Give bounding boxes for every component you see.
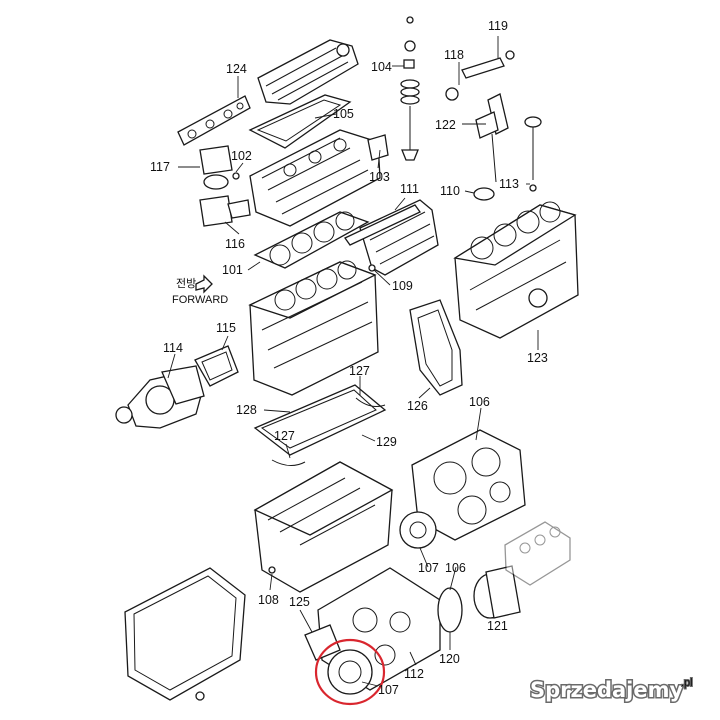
gasket-120 [437,587,463,633]
label-124: 124 [226,62,247,76]
arrow-icon [195,274,213,294]
leader-lines [167,36,539,687]
bolt-109 [368,264,376,272]
label-112: 112 [404,667,424,681]
label-125: 125 [289,595,310,609]
label-119: 119 [488,19,508,33]
highlight-circle [314,638,386,706]
forward-marker [195,274,213,294]
label-128: 128 [236,403,257,417]
thermostat-housing [199,145,251,227]
label-127-bottom: 127 [274,429,295,443]
oil-pan [124,567,246,701]
watermark-suffix: .pl [681,677,693,689]
water-pump [115,345,239,429]
injection-pump [504,521,571,586]
cylinder-head [249,129,381,227]
head-gasket [253,211,370,269]
label-106-top: 106 [469,395,490,409]
cylinder-block [248,260,379,396]
label-115: 115 [216,321,236,335]
cover-plate-125 [304,624,341,661]
label-118: 118 [444,48,464,62]
label-105: 105 [333,107,354,121]
label-104: 104 [371,60,392,74]
cylinder-block-right [453,201,579,339]
forward-korean-label: 전방 [176,277,196,290]
label-106-bottom: 106 [445,561,466,575]
rocker-cover-gasket [248,94,352,149]
part-number-labels: 124 105 119 118 104 122 102 117 103 116 … [150,19,548,697]
small-gasket-103 [367,134,389,161]
label-121: 121 [487,619,508,633]
label-117: 117 [150,160,170,174]
label-120: 120 [439,652,460,666]
oil-pan-gasket [253,384,387,466]
label-113: 113 [499,177,519,191]
rocker-cover [257,39,359,105]
watermark: Sprzedajemy .pl [529,676,694,704]
timing-gear-case [411,429,526,541]
label-103: 103 [369,170,390,184]
fuel-injector [445,50,515,183]
label-111: 111 [400,182,419,196]
gasket-110 [473,187,495,201]
glow-plug [524,116,542,192]
forward-label: FORWARD [172,294,228,306]
valve-assembly [400,16,420,161]
label-122: 122 [435,118,456,132]
label-102: 102 [231,149,252,163]
front-plate-gasket [409,299,463,396]
manifold-gasket [177,95,251,146]
label-126: 126 [407,399,428,413]
watermark-text: Sprzedajemy [530,678,684,702]
label-127-top: 127 [349,364,370,378]
label-101: 101 [222,263,243,277]
label-123: 123 [527,351,548,365]
label-129: 129 [376,435,397,449]
injection-pump-flange [473,565,521,619]
crankcase-lower [253,461,394,593]
label-114: 114 [163,341,183,355]
intake-manifold [344,199,439,276]
idler-gear [399,511,437,549]
label-116: 116 [225,237,245,251]
highlighted-oil-seal [314,638,386,706]
label-108: 108 [258,593,279,607]
label-110: 110 [440,184,460,198]
label-107-bottom: 107 [378,683,399,697]
label-109: 109 [392,279,413,293]
label-107-top: 107 [418,561,439,575]
